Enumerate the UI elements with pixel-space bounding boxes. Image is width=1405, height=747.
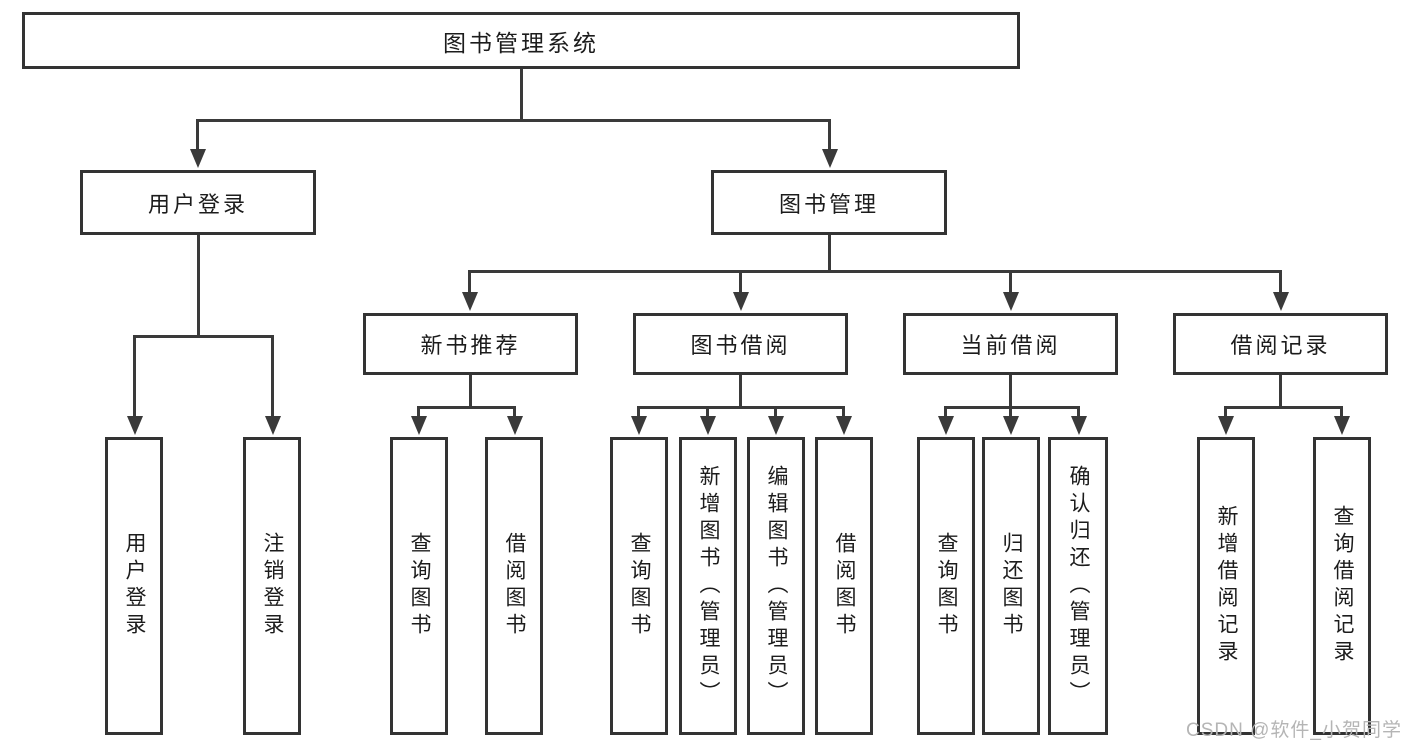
- connector-borrow-records-split: [1224, 406, 1342, 409]
- arrow-to-book-borrow: [739, 270, 742, 292]
- arrow-book-borrow-child-4: [842, 406, 845, 416]
- arrow-to-leaf-logout: [271, 335, 274, 416]
- node-borrow-records: 借阅记录: [1173, 313, 1388, 375]
- node-user-login: 用户登录: [80, 170, 316, 235]
- connector-current-borrow-stem: [1009, 375, 1012, 408]
- leaf-current-borrow-confirm-admin: 确认归还（管理员）: [1048, 437, 1108, 735]
- leaf-user-login: 用户登录: [105, 437, 163, 735]
- arrow-to-book-mgmt: [828, 119, 831, 149]
- arrow-to-new-books: [468, 270, 471, 292]
- connector-book-mgmt-stem: [828, 235, 831, 272]
- node-book-mgmt: 图书管理: [711, 170, 947, 235]
- arrow-book-borrow-child-2: [706, 406, 709, 416]
- leaf-book-borrow-borrow: 借阅图书: [815, 437, 873, 735]
- leaf-borrow-records-add: 新增借阅记录: [1197, 437, 1255, 735]
- leaf-current-borrow-return: 归还图书: [982, 437, 1040, 735]
- leaf-new-books-borrow: 借阅图书: [485, 437, 543, 735]
- leaf-current-borrow-query: 查询图书: [917, 437, 975, 735]
- csdn-watermark: CSDN @软件_小贺同学: [1186, 720, 1402, 741]
- arrow-borrow-records-child-1: [1224, 406, 1227, 416]
- connector-new-books-split: [417, 406, 516, 409]
- arrow-current-borrow-child-1: [944, 406, 947, 416]
- arrow-current-borrow-child-3: [1077, 406, 1080, 416]
- arrow-to-leaf-user-login: [133, 335, 136, 416]
- arrow-current-borrow-child-2: [1009, 406, 1012, 416]
- leaf-book-borrow-edit-admin: 编辑图书（管理员）: [747, 437, 805, 735]
- connector-borrow-records-stem: [1279, 375, 1282, 408]
- leaf-book-borrow-query: 查询图书: [610, 437, 668, 735]
- node-new-books: 新书推荐: [363, 313, 578, 375]
- arrow-book-borrow-child-3: [774, 406, 777, 416]
- arrow-book-borrow-child-1: [637, 406, 640, 416]
- node-root-library-system: 图书管理系统: [22, 12, 1020, 69]
- arrow-to-current-borrow: [1009, 270, 1012, 292]
- node-current-borrow: 当前借阅: [903, 313, 1118, 375]
- connector-book-borrow-stem: [739, 375, 742, 408]
- leaf-logout: 注销登录: [243, 437, 301, 735]
- connector-book-mgmt-split: [468, 270, 1282, 273]
- arrow-borrow-records-child-2: [1340, 406, 1343, 416]
- connector-user-login-split: [133, 335, 274, 338]
- arrow-new-books-child-2: [513, 406, 516, 416]
- arrow-new-books-child-1: [417, 406, 420, 416]
- leaf-book-borrow-add-admin: 新增图书（管理员）: [679, 437, 737, 735]
- connector-book-borrow-split: [637, 406, 845, 409]
- connector-user-login-stem: [197, 235, 200, 337]
- node-book-borrow: 图书借阅: [633, 313, 848, 375]
- connector-new-books-stem: [469, 375, 472, 408]
- arrow-to-user-login: [196, 119, 199, 149]
- connector-root-stem: [520, 69, 523, 120]
- connector-root-split: [196, 119, 830, 122]
- arrow-to-borrow-records: [1279, 270, 1282, 292]
- leaf-borrow-records-query: 查询借阅记录: [1313, 437, 1371, 735]
- leaf-new-books-query: 查询图书: [390, 437, 448, 735]
- connector-current-borrow-split: [944, 406, 1080, 409]
